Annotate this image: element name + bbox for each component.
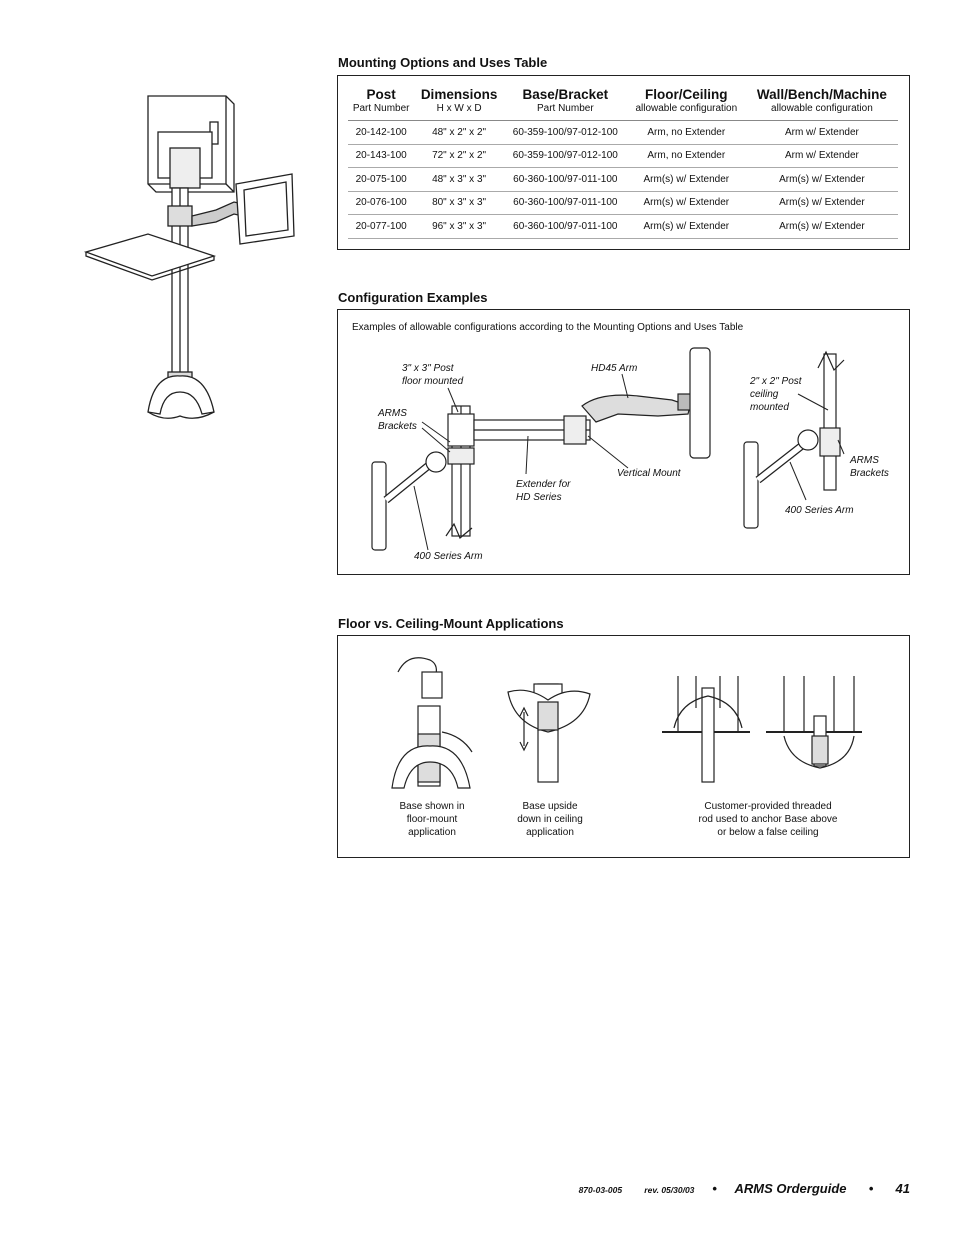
table-cell: Arm(s) w/ Extender <box>626 191 746 215</box>
table-cell: Arm(s) w/ Extender <box>626 167 746 192</box>
table-cell: Arm(s) w/ Extender <box>745 214 898 239</box>
table-cell: 96" x 3" x 3" <box>414 214 504 239</box>
table-cell: 60-360-100/97-011-100 <box>503 167 627 192</box>
label-arms-brackets-left: ARMS Brackets <box>378 408 417 432</box>
table-body: 20-142-100 48" x 2" x 2" 60-359-100/97-0… <box>348 120 898 239</box>
label-2x2-post: 2" x 2" Post ceiling mounted <box>750 376 802 413</box>
table-row: 20-076-100 80" x 3" x 3" 60-360-100/97-0… <box>348 191 898 215</box>
table-cell: 80" x 3" x 3" <box>414 191 504 215</box>
footer-bullet: • <box>712 1181 717 1196</box>
config-examples-box: Examples of allowable configurations acc… <box>337 309 910 575</box>
config-examples-title: Configuration Examples <box>338 290 488 305</box>
label-400-arm-right: 400 Series Arm <box>785 505 854 516</box>
table-cell: 20-143-100 <box>348 144 415 168</box>
table-cell: 60-360-100/97-011-100 <box>503 214 627 239</box>
table-cell: Arm, no Extender <box>626 144 746 168</box>
label-3x3-post: 3" x 3" Post floor mounted <box>402 363 464 387</box>
config-intro-text: Examples of allowable configurations acc… <box>352 322 744 333</box>
floor-ceiling-title: Floor vs. Ceiling-Mount Applications <box>338 616 564 631</box>
table-row: 20-143-100 72" x 2" x 2" 60-359-100/97-0… <box>348 144 898 168</box>
table-cell: Arm(s) w/ Extender <box>745 191 898 215</box>
footer-title: ARMS Orderguide <box>734 1181 847 1196</box>
label-vertical-mount: Vertical Mount <box>617 468 681 479</box>
table-cell: Arm, no Extender <box>626 120 746 145</box>
label-hd45-arm: HD45 Arm <box>591 363 638 374</box>
table-cell: 60-359-100/97-012-100 <box>503 120 627 145</box>
floor-ceiling-diagram <box>391 657 862 789</box>
table-cell: Arm w/ Extender <box>745 120 898 145</box>
caption-threaded-rod: Customer-provided threaded rod used to a… <box>698 801 838 838</box>
table-row: 20-077-100 96" x 3" x 3" 60-360-100/97-0… <box>348 214 898 239</box>
caption-floor-mount: Base shown in floor-mount application <box>399 801 465 838</box>
floor-ceiling-box: Base shown in floor-mount application Ba… <box>337 635 910 858</box>
table-cell: 20-077-100 <box>348 214 415 239</box>
workstation-illustration <box>83 95 295 419</box>
label-extender: Extender for HD Series <box>516 479 571 503</box>
configuration-diagram <box>371 347 845 551</box>
table-cell: 48" x 2" x 2" <box>414 120 504 145</box>
table-cell: Arm w/ Extender <box>745 144 898 168</box>
table-row: 20-075-100 48" x 3" x 3" 60-360-100/97-0… <box>348 167 898 192</box>
table-cell: 20-075-100 <box>348 167 415 192</box>
table-row: 20-142-100 48" x 2" x 2" 60-359-100/97-0… <box>348 120 898 145</box>
table-cell: 48" x 3" x 3" <box>414 167 504 192</box>
label-400-arm-left: 400 Series Arm <box>414 551 483 562</box>
footer-page-number: 41 <box>895 1181 910 1196</box>
table-cell: Arm(s) w/ Extender <box>626 214 746 239</box>
label-arms-brackets-right: ARMS Brackets <box>850 455 889 479</box>
table-cell: 60-359-100/97-012-100 <box>503 144 627 168</box>
table-cell: 20-076-100 <box>348 191 415 215</box>
footer-bullet: • <box>868 1181 874 1196</box>
page-footer: 870-03-005 rev. 05/30/03 • ARMS Ordergui… <box>579 1180 910 1198</box>
table-cell: Arm(s) w/ Extender <box>745 167 898 192</box>
caption-ceiling-mount: Base upside down in ceiling application <box>517 801 583 838</box>
footer-doc-number: 870-03-005 <box>578 1185 623 1195</box>
table-cell: 60-360-100/97-011-100 <box>503 191 627 215</box>
footer-revision: rev. 05/30/03 <box>644 1185 695 1195</box>
mounting-table-title: Mounting Options and Uses Table <box>338 55 548 70</box>
table-cell: 20-142-100 <box>348 120 415 145</box>
table-cell: 72" x 2" x 2" <box>414 144 504 168</box>
